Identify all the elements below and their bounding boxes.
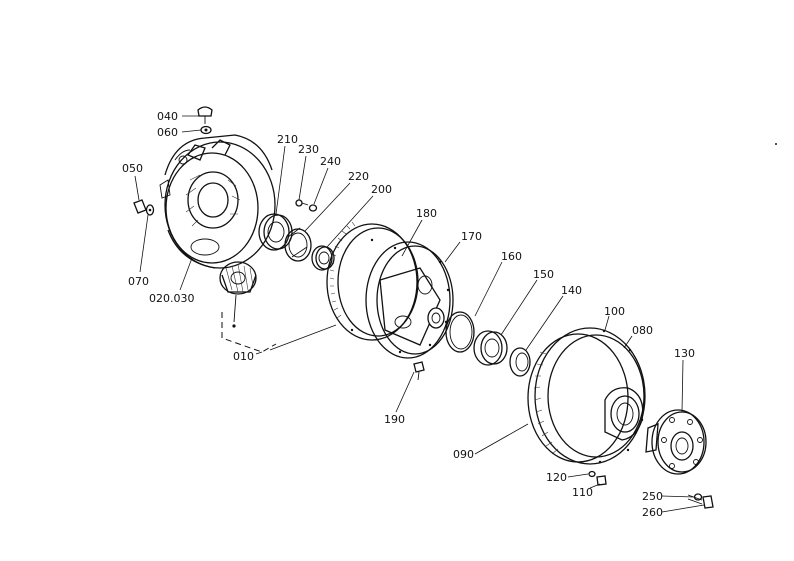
bolt-110-part <box>596 475 607 486</box>
label-080: 080 <box>632 324 653 337</box>
washer-070-part <box>145 204 155 216</box>
bolt-190-part <box>413 361 425 381</box>
part-labels: 040 060 050 070 020.030 010 210 230 240 … <box>122 110 695 519</box>
label-070: 070 <box>128 275 149 288</box>
stray-mark <box>775 143 777 145</box>
retainer-220-part <box>284 227 312 262</box>
pinion-gear-010-part <box>219 261 257 328</box>
label-230: 230 <box>298 143 319 156</box>
label-040: 040 <box>157 110 178 123</box>
label-220: 220 <box>348 170 369 183</box>
bearing-210-part <box>258 213 293 251</box>
label-260: 260 <box>642 506 663 519</box>
label-100: 100 <box>604 305 625 318</box>
label-150: 150 <box>533 268 554 281</box>
bearing-200-part <box>311 245 335 271</box>
label-010: 010 <box>233 350 254 363</box>
bolt-230-part <box>295 199 309 207</box>
flange-130-part <box>645 409 707 475</box>
bolt-260-part <box>687 494 714 509</box>
washer-240-part <box>308 204 318 212</box>
label-160: 160 <box>501 250 522 263</box>
ring-gear-180-part <box>326 221 454 359</box>
label-020-030: 020.030 <box>149 292 195 305</box>
label-120: 120 <box>546 471 567 484</box>
leader-lines <box>134 115 705 513</box>
label-060: 060 <box>157 126 178 139</box>
pinion-dashed-bracket <box>221 312 277 353</box>
label-250: 250 <box>642 490 663 503</box>
seal-150-part <box>509 347 531 377</box>
label-090: 090 <box>453 448 474 461</box>
label-110: 110 <box>572 486 593 499</box>
washer-060-part <box>200 125 212 135</box>
label-050: 050 <box>122 162 143 175</box>
label-210: 210 <box>277 133 298 146</box>
washer-120-part <box>588 470 596 478</box>
bearing-160-part <box>473 330 508 366</box>
label-200: 200 <box>371 183 392 196</box>
label-180: 180 <box>416 207 437 220</box>
label-130: 130 <box>674 347 695 360</box>
hub-drum-080-part <box>527 327 646 465</box>
snap-ring-170-part <box>445 311 475 353</box>
label-190: 190 <box>384 413 405 426</box>
housing-part <box>159 134 276 269</box>
label-170: 170 <box>461 230 482 243</box>
plug-040-part <box>197 106 213 124</box>
label-240: 240 <box>320 155 341 168</box>
plug-050-part <box>133 199 147 214</box>
label-140: 140 <box>561 284 582 297</box>
